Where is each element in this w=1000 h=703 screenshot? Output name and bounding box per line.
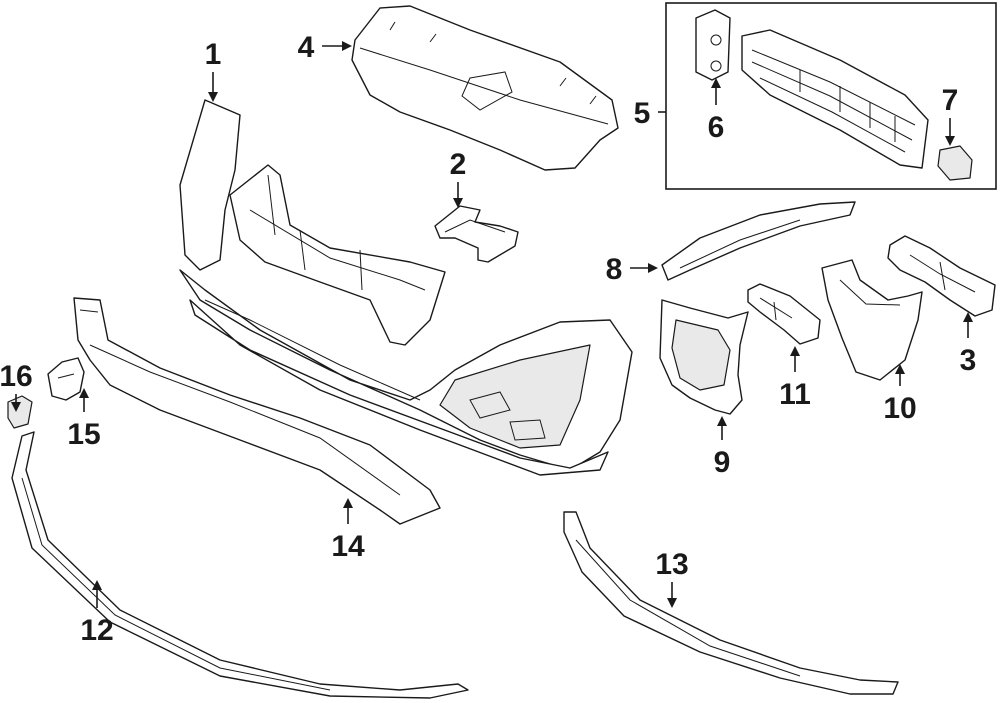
tow-hook-cap (7, 395, 33, 429)
bumper-cover (179, 269, 633, 476)
right-lower-trim-strip (563, 511, 899, 695)
shutter-clip (937, 145, 973, 181)
callout-5: 5 (634, 97, 651, 130)
callout-4: 4 (298, 31, 315, 64)
small-mount-bracket (747, 283, 821, 345)
callout-6: 6 (708, 111, 725, 144)
callout-11: 11 (779, 378, 811, 411)
callout-13: 13 (655, 548, 688, 581)
callout-arrows (11, 41, 973, 608)
lower-splash-shield (73, 297, 441, 525)
fog-lamp-bracket (659, 299, 749, 415)
callout-3: 3 (960, 344, 977, 377)
center-bracket (434, 205, 519, 263)
shutter-assembly-box (665, 2, 997, 190)
callout-labels: 1 2 3 4 5 6 7 8 9 10 11 12 13 14 15 16 (0, 31, 976, 647)
callout-9: 9 (714, 446, 731, 479)
callout-15: 15 (67, 418, 100, 451)
callout-16: 16 (0, 360, 33, 393)
callout-14: 14 (331, 530, 365, 563)
active-grille-shutter-assembly (741, 29, 929, 169)
upper-side-molding (661, 201, 856, 281)
left-lower-trim-strip (11, 431, 469, 699)
callout-10: 10 (883, 392, 916, 425)
upper-cover-shield (351, 5, 619, 171)
callout-12: 12 (80, 614, 113, 647)
air-deflector (821, 259, 923, 381)
shutter-motor (695, 9, 731, 81)
callout-8: 8 (606, 253, 623, 286)
bumper-absorber-bracket (179, 99, 446, 346)
callout-1: 1 (205, 38, 222, 71)
callout-7: 7 (942, 84, 959, 117)
tow-hook-bracket (47, 357, 85, 401)
right-side-bracket (887, 235, 996, 317)
callout-2: 2 (450, 148, 467, 181)
